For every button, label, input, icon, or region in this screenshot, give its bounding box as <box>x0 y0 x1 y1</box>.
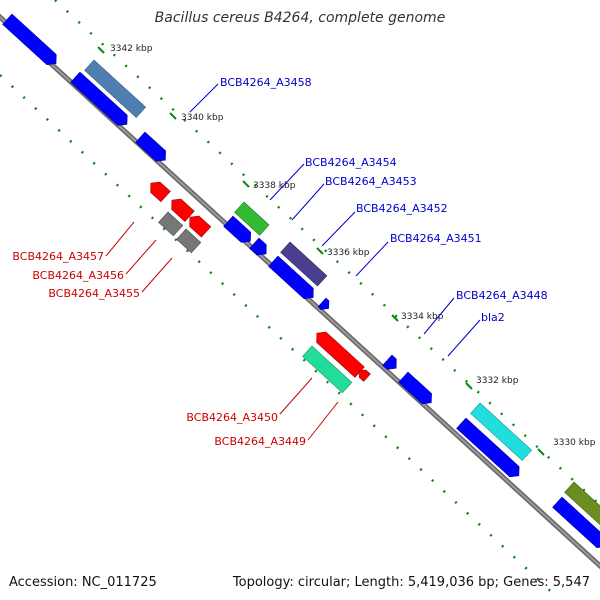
label-a3455[interactable]: BCB4264_A3455 <box>48 287 140 300</box>
gene-labels: BCB4264_A3458 BCB4264_A3454 BCB4264_A345… <box>12 76 547 448</box>
label-a3456[interactable]: BCB4264_A3456 <box>32 269 124 282</box>
tick-label-3332: 3332 kbp <box>476 376 519 386</box>
label-a3458[interactable]: BCB4264_A3458 <box>220 76 312 89</box>
gene-forward-bla2[interactable] <box>398 371 437 408</box>
label-a3453[interactable]: BCB4264_A3453 <box>325 175 417 188</box>
label-a3449[interactable]: BCB4264_A3449 <box>214 435 306 448</box>
tick-label-3338: 3338 kbp <box>253 181 296 191</box>
tick-label-3342: 3342 kbp <box>110 44 153 54</box>
gene-a3456-red[interactable] <box>167 195 195 222</box>
tick-marks <box>97 46 545 456</box>
map-title: Bacillus cereus B4264, complete genome <box>155 10 446 26</box>
gene-forward-3[interactable] <box>135 131 171 165</box>
gene-olive[interactable] <box>564 481 600 534</box>
gene-a3455-gray[interactable] <box>176 228 202 254</box>
label-a3448[interactable]: BCB4264_A3448 <box>456 289 548 302</box>
gene-a3449[interactable] <box>302 345 353 394</box>
gene-forward-a3448[interactable] <box>382 354 401 373</box>
tick-label-3336: 3336 kbp <box>327 248 370 258</box>
accession-text: Accession: NC_011725 <box>9 575 157 590</box>
gene-forward-olive-lower[interactable] <box>552 496 600 552</box>
gene-a3452[interactable] <box>280 241 328 287</box>
gene-a3454[interactable] <box>234 201 270 236</box>
gene-a3455-red[interactable] <box>185 212 212 238</box>
gene-cyan[interactable] <box>470 402 533 461</box>
tick-labels: 3342 kbp 3340 kbp 3338 kbp 3336 kbp 3334… <box>110 44 596 448</box>
tick-label-3340: 3340 kbp <box>181 113 224 123</box>
gene-forward-a3451[interactable] <box>268 255 318 303</box>
label-a3451[interactable]: BCB4264_A3451 <box>390 232 482 245</box>
gene-a3457[interactable] <box>146 178 171 203</box>
gene-forward-a3458-lower[interactable] <box>70 71 132 130</box>
label-leaders <box>105 83 481 441</box>
gene-forward-a3453[interactable] <box>223 215 256 247</box>
label-a3452[interactable]: BCB4264_A3452 <box>356 202 448 215</box>
tick-label-3330: 3330 kbp <box>553 438 596 448</box>
gene-forward-cyan-lower[interactable] <box>456 417 524 481</box>
tick-label-3334: 3334 kbp <box>401 312 444 322</box>
gene-forward-1[interactable] <box>2 13 61 69</box>
gene-forward-a3452-small[interactable] <box>249 237 271 259</box>
gene-a3456-gray[interactable] <box>158 211 184 237</box>
label-bla2[interactable]: bla2 <box>481 311 505 324</box>
gene-reverse-tiny[interactable] <box>356 367 371 382</box>
gene-a3458[interactable] <box>84 59 147 118</box>
gene-forward-tiny[interactable] <box>317 297 333 313</box>
tick-guide-inner <box>0 74 561 600</box>
label-a3454[interactable]: BCB4264_A3454 <box>305 156 397 169</box>
topology-text: Topology: circular; Length: 5,419,036 bp… <box>232 575 590 590</box>
label-a3457[interactable]: BCB4264_A3457 <box>12 250 104 263</box>
forward-genes <box>2 13 600 552</box>
label-a3450[interactable]: BCB4264_A3450 <box>186 411 278 424</box>
reverse-genes <box>146 178 371 394</box>
